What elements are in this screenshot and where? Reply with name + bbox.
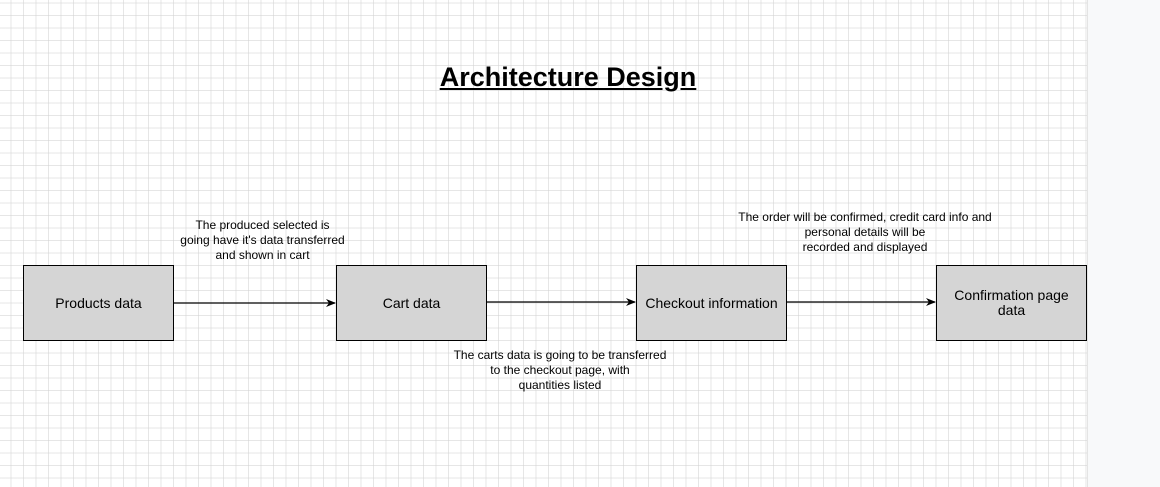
right-side-panel: [1088, 0, 1160, 487]
node-confirmation-page-data-label: Confirmation page data: [954, 287, 1069, 318]
node-checkout-information[interactable]: Checkout information: [636, 265, 787, 341]
diagram-title: Architecture Design: [439, 62, 697, 92]
node-cart-data-label: Cart data: [382, 294, 441, 311]
diagram-canvas[interactable]: Architecture Design Products data Cart d…: [0, 0, 1088, 487]
node-checkout-information-label: Checkout information: [645, 294, 778, 311]
note-products-to-cart: The produced selected is going have it's…: [180, 218, 345, 262]
connectors: [174, 298, 936, 307]
note-checkout-to-confirmation: The order will be confirmed, credit card…: [738, 210, 992, 254]
node-products-data[interactable]: Products data: [23, 265, 174, 341]
note-cart-to-checkout: The carts data is going to be transferre…: [453, 348, 667, 392]
node-cart-data[interactable]: Cart data: [336, 265, 487, 341]
node-confirmation-page-data[interactable]: Confirmation page data: [936, 265, 1087, 341]
node-products-data-label: Products data: [55, 294, 142, 311]
